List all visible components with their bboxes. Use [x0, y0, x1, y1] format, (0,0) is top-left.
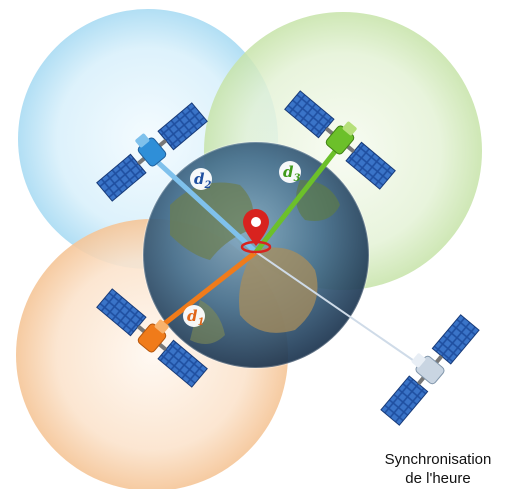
svg-text:d3: d3 [283, 163, 301, 184]
sync-caption: Synchronisation de l'heure [368, 450, 508, 488]
satellite-icon [96, 102, 208, 202]
satellite-icon [96, 288, 208, 388]
distance-line-d3 [254, 143, 342, 254]
svg-text:d1: d1 [187, 307, 204, 328]
distance-line-d2 [150, 155, 258, 254]
sync-caption-line-2: de l'heure [405, 470, 471, 487]
label-d1: d1 [183, 305, 205, 328]
distance-line-d1 [148, 250, 258, 337]
sync-line [255, 251, 421, 366]
map-pin-icon [240, 209, 272, 254]
label-d3: d3 [279, 161, 301, 184]
label-d2: d2 [190, 168, 212, 191]
satellite-icon [380, 314, 480, 426]
svg-text:d2: d2 [194, 170, 212, 191]
sync-caption-line-1: Synchronisation [384, 451, 492, 468]
satellite-icon [284, 90, 396, 190]
